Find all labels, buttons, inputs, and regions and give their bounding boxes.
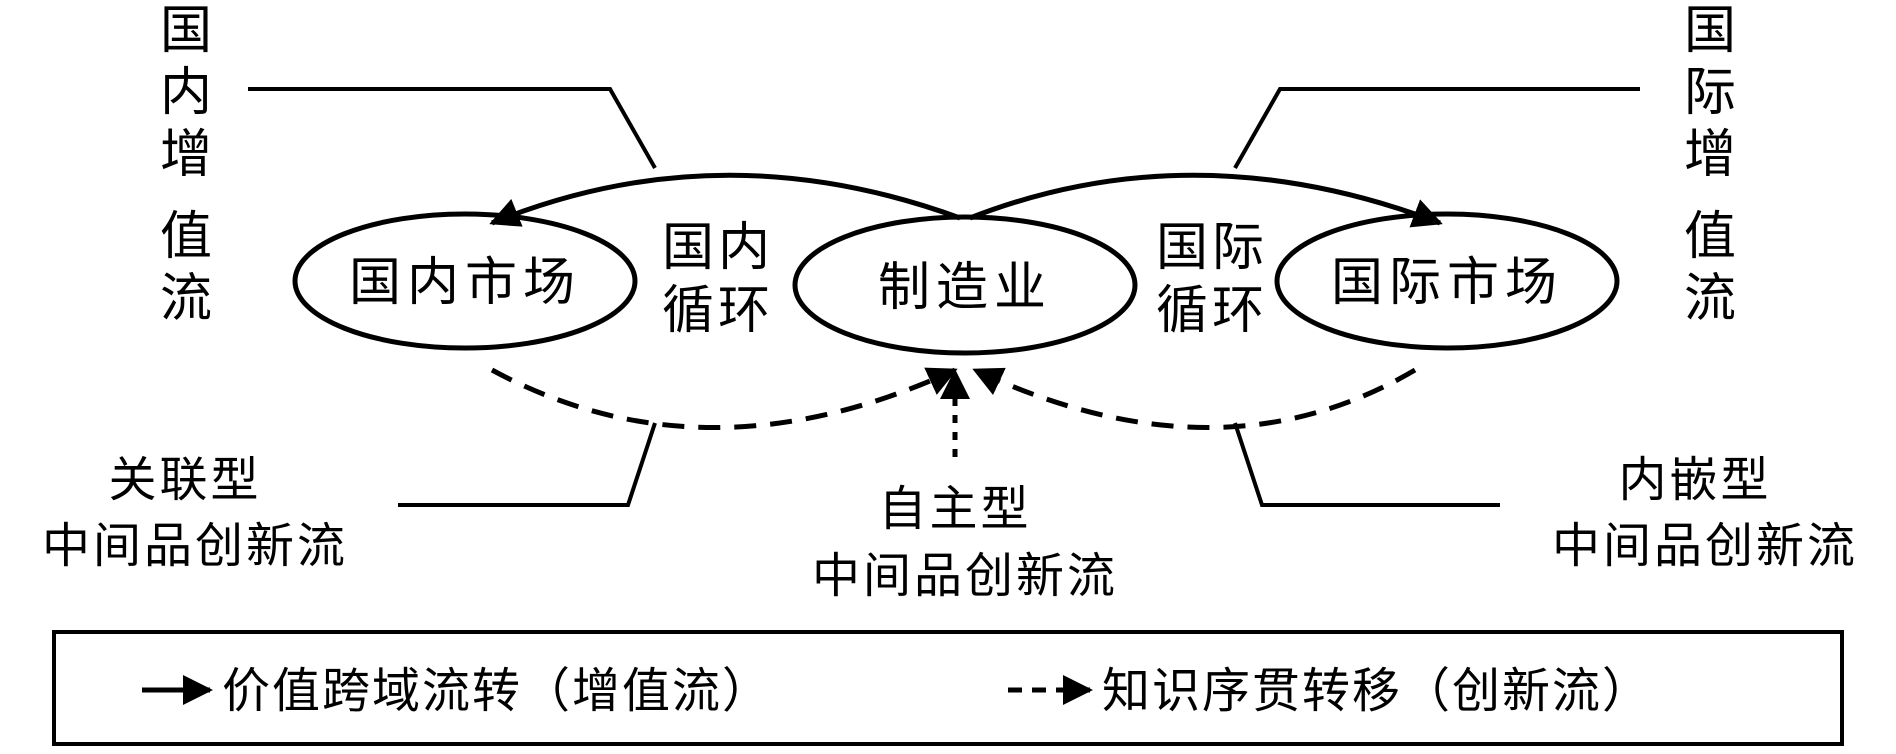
international-value-flow-char-4: 值	[1684, 207, 1736, 267]
leader-international-value-flow	[1233, 87, 1640, 169]
label-domestic-cycle: 国内 循环	[662, 218, 774, 341]
domestic-value-flow-char-3: 增	[160, 125, 212, 185]
domestic-cycle-line-2: 循环	[662, 281, 774, 341]
autonomous-innovation-flow-line-1: 自主型	[878, 481, 1031, 537]
domestic-value-flow-char-2: 内	[160, 63, 212, 123]
node-domestic-market-label: 国内市场	[349, 253, 581, 313]
legend-dashed-label: 知识序贯转移（创新流）	[1102, 663, 1652, 719]
arc-to-domestic-market	[489, 172, 961, 227]
international-value-flow-char-2: 际	[1684, 63, 1736, 123]
associated-innovation-flow-line-2: 中间品创新流	[42, 518, 348, 574]
label-embedded-innovation-flow: 内嵌型 中间品创新流	[1552, 452, 1858, 574]
dashed-arc-from-international-market	[972, 367, 1417, 430]
label-domestic-value-flow: 国 内 增 值 流	[160, 1, 212, 329]
international-value-flow-char-3: 增	[1684, 125, 1736, 185]
node-manufacturing: 制造业	[792, 214, 1138, 356]
label-international-cycle: 国际 循环	[1156, 218, 1268, 341]
label-associated-innovation-flow: 关联型 中间品创新流	[42, 452, 348, 574]
leader-domestic-value-flow	[248, 87, 657, 169]
international-value-flow-char-5: 流	[1684, 269, 1736, 329]
international-value-flow-char-1: 国	[1684, 1, 1736, 61]
associated-innovation-flow-line-1: 关联型	[108, 452, 261, 508]
domestic-cycle-line-1: 国内	[662, 218, 774, 278]
embedded-innovation-flow-line-1: 内嵌型	[1618, 452, 1771, 508]
legend-solid-label: 价值跨域流转（增值流）	[222, 663, 772, 719]
leader-associated-innovation-flow	[398, 422, 657, 507]
domestic-value-flow-char-4: 值	[160, 207, 212, 267]
international-cycle-line-1: 国际	[1156, 218, 1268, 278]
label-international-value-flow: 国 际 增 值 流	[1684, 1, 1736, 329]
international-cycle-line-2: 循环	[1156, 281, 1268, 341]
dashed-arc-from-domestic-market	[490, 367, 958, 430]
arc-to-international-market	[969, 172, 1443, 228]
node-domestic-market: 国内市场	[292, 211, 638, 351]
domestic-value-flow-char-1: 国	[160, 1, 212, 61]
node-international-market-label: 国际市场	[1331, 253, 1563, 313]
leader-embedded-innovation-flow	[1233, 422, 1500, 507]
embedded-innovation-flow-line-2: 中间品创新流	[1552, 518, 1858, 574]
legend: 价值跨域流转（增值流） 知识序贯转移（创新流）	[52, 630, 1844, 746]
node-manufacturing-label: 制造业	[878, 258, 1052, 318]
node-international-market: 国际市场	[1274, 211, 1620, 351]
autonomous-innovation-flow-line-2: 中间品创新流	[812, 548, 1118, 604]
legend-box	[52, 630, 1844, 746]
domestic-value-flow-char-5: 流	[160, 269, 212, 329]
label-autonomous-innovation-flow: 自主型 中间品创新流	[812, 481, 1118, 604]
